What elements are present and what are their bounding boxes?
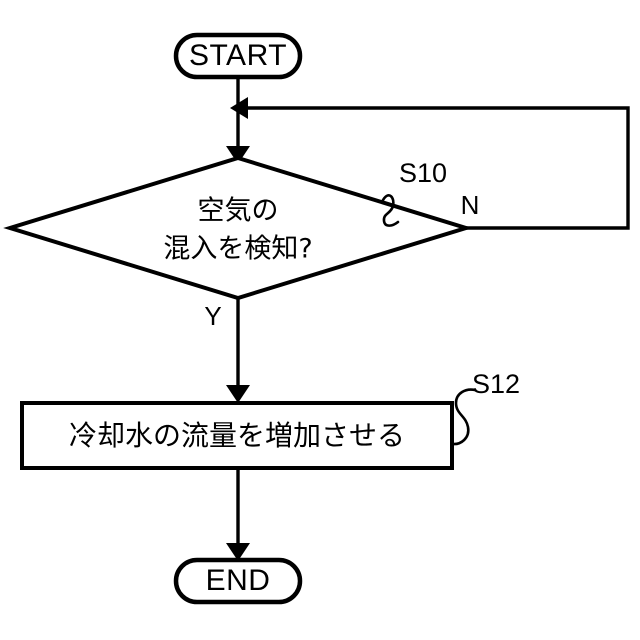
s10-label: S10 xyxy=(399,158,447,188)
step-marker-s10: S10 xyxy=(381,158,447,227)
node-process[interactable]: 冷却水の流量を増加させる xyxy=(20,401,454,470)
step-marker-s12: S12 xyxy=(450,369,520,446)
edge-decision-yes-to-process xyxy=(226,298,250,403)
edge-decision-no-loopback xyxy=(230,97,630,230)
edge-process-to-end xyxy=(226,468,250,561)
decision-shape xyxy=(3,155,473,301)
branch-label-yes: Y xyxy=(204,301,221,331)
s12-label: S12 xyxy=(472,369,520,399)
decision-label-line1: 空気の xyxy=(198,196,279,227)
process-shape xyxy=(20,401,454,470)
process-label: 冷却水の流量を増加させる xyxy=(69,419,405,452)
s10-leader-line xyxy=(381,194,400,227)
start-shape xyxy=(173,32,303,80)
branch-label-no: N xyxy=(461,190,480,220)
decision-label-line2: 混入を検知? xyxy=(163,234,312,265)
process-to-end-arrowhead xyxy=(226,543,250,561)
node-decision[interactable]: 空気の 混入を検知? xyxy=(3,155,473,301)
end-label: END xyxy=(206,564,271,597)
s12-leader-line xyxy=(450,388,477,446)
start-label: START xyxy=(189,39,287,72)
loopback-arrowhead xyxy=(230,97,248,119)
node-start[interactable]: START xyxy=(173,32,303,80)
start-to-decision-arrowhead xyxy=(226,146,250,164)
edge-start-to-decision xyxy=(226,76,250,164)
node-end[interactable]: END xyxy=(173,557,303,605)
end-shape xyxy=(173,557,303,605)
loopback-line xyxy=(244,106,630,230)
decision-to-process-arrowhead xyxy=(226,385,250,403)
